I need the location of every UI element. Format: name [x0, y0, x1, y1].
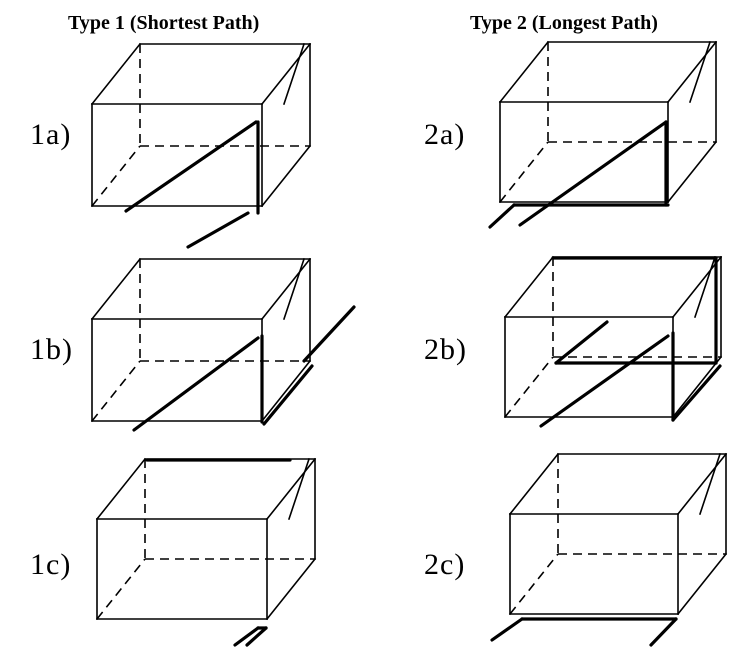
box-2b — [503, 255, 723, 419]
box-1a — [90, 42, 312, 208]
path-1a — [124, 120, 260, 249]
box-1c — [95, 457, 317, 621]
path-2c — [490, 617, 678, 647]
path-1b — [132, 305, 356, 432]
panel-label-1a: 1a) — [30, 118, 72, 151]
path-1c — [145, 458, 292, 647]
box-2c — [508, 452, 728, 616]
box-1b — [90, 257, 312, 423]
column-title-type-1: Type 1 (Shortest Path) — [68, 12, 260, 34]
path-2b — [539, 256, 722, 428]
path-2a — [488, 120, 670, 229]
panel-label-2c: 2c) — [424, 548, 466, 581]
column-title-type-2: Type 2 (Longest Path) — [470, 12, 658, 34]
box-2a — [498, 40, 718, 204]
panel-label-2a: 2a) — [424, 118, 466, 151]
panel-label-1c: 1c) — [30, 548, 72, 581]
panel-label-1b: 1b) — [30, 333, 73, 366]
panel-label-2b: 2b) — [424, 333, 467, 366]
